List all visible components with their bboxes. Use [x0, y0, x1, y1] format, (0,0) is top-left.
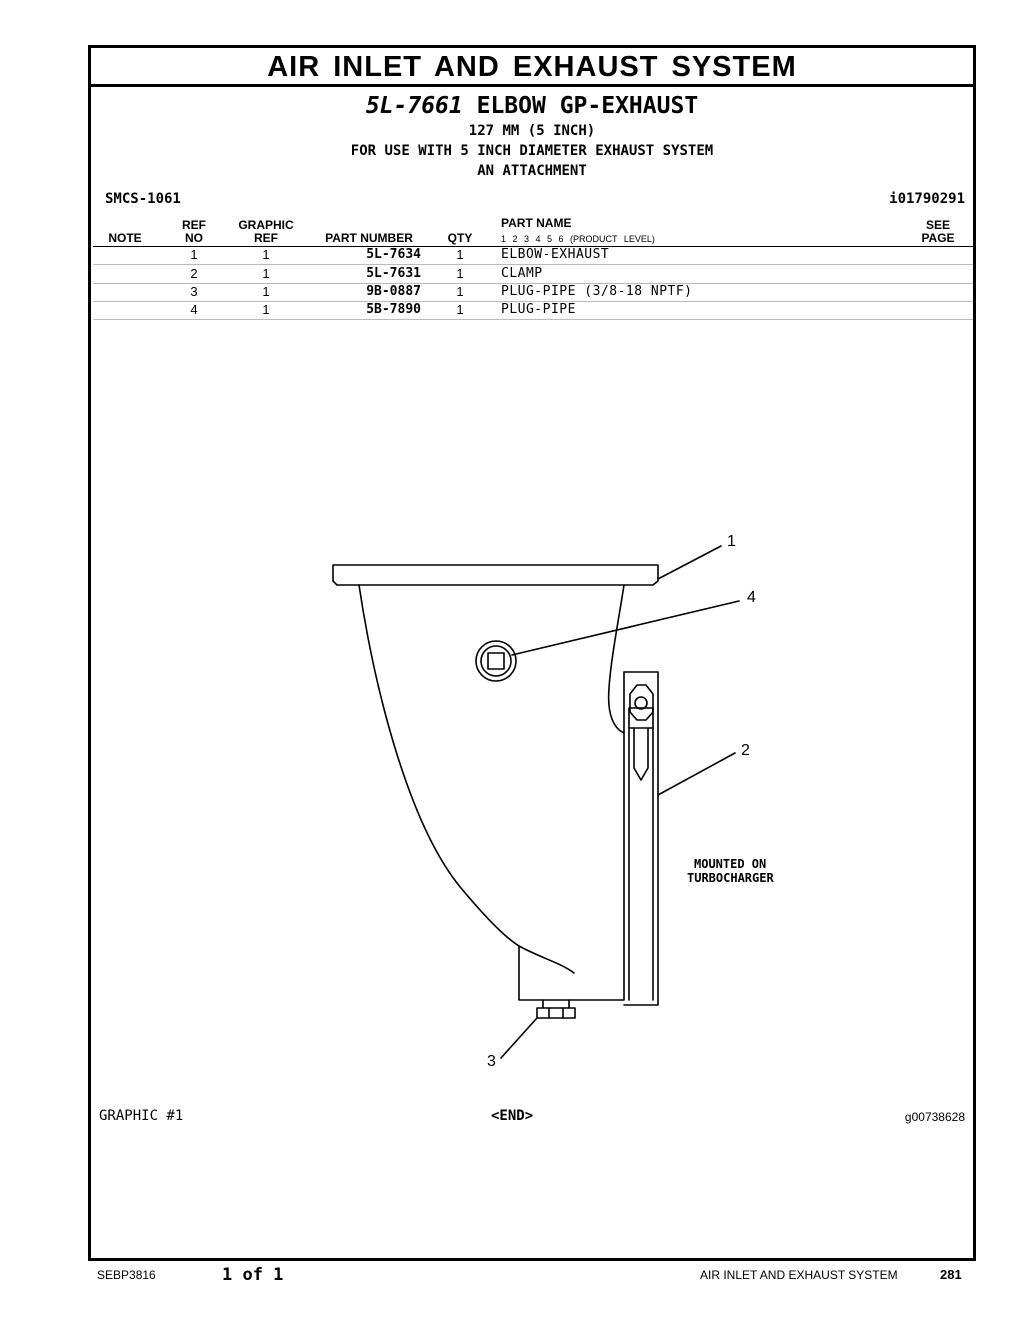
col-see-top: SEE	[925, 218, 950, 232]
row-part-name: PLUG-PIPE	[501, 302, 576, 317]
footer-page-number: 281	[940, 1267, 962, 1282]
row-qty: 1	[456, 284, 464, 299]
row-qty: 1	[456, 302, 464, 317]
plug-4-ring	[480, 645, 512, 677]
col-note: NOTE	[108, 231, 142, 245]
callout-4: 4	[747, 589, 756, 606]
page-frame: AIR INLET AND EXHAUST SYSTEM 5L-7661 ELB…	[88, 45, 976, 1261]
elbow-body	[358, 584, 625, 1001]
plug-3	[536, 999, 576, 1019]
clamp-bolt-housing	[628, 707, 654, 729]
row-part-name: ELBOW-EXHAUST	[501, 247, 610, 262]
graphic-id: g00738628	[904, 1110, 965, 1124]
group-size: 127 MM (5 INCH)	[468, 123, 596, 139]
col-see-bottom: PAGE	[921, 231, 955, 245]
row-divider	[93, 301, 973, 302]
clamp-bolt	[633, 727, 649, 781]
group-heading: 5L-7661 ELBOW GP-EXHAUST	[91, 93, 973, 119]
clamp-band	[623, 671, 659, 1006]
row-ref: 4	[190, 302, 198, 317]
row-divider	[93, 264, 973, 265]
leader-1	[657, 545, 722, 580]
col-part-name: PART NAME	[501, 216, 572, 230]
row-graphic-ref: 1	[262, 266, 270, 281]
col-ref-top: REF	[182, 218, 206, 232]
col-part-number: PART NUMBER	[325, 231, 413, 245]
plug-4-square	[487, 652, 505, 670]
smcs-code: SMCS-1061	[105, 191, 181, 207]
plug-3-facets	[548, 1007, 564, 1019]
group-name: ELBOW GP-EXHAUST	[476, 93, 699, 119]
row-ref: 3	[190, 284, 198, 299]
row-divider	[93, 283, 973, 284]
product-levels: 1 2 3 4 5 6 (PRODUCT LEVEL)	[501, 234, 655, 244]
row-divider	[93, 319, 973, 320]
row-ref: 2	[190, 266, 198, 281]
col-graphic-bottom: REF	[254, 231, 278, 245]
row-qty: 1	[456, 266, 464, 281]
leader-4	[511, 600, 740, 656]
clamp-band-inner	[628, 727, 654, 1001]
page-title: AIR INLET AND EXHAUST SYSTEM	[267, 51, 797, 83]
mount-note-line2: TURBOCHARGER	[687, 871, 774, 885]
col-ref-bottom: NO	[185, 231, 203, 245]
callout-1: 1	[727, 533, 736, 550]
group-part-number: 5L-7661	[365, 93, 463, 119]
parts-illustration: 1 4 2 3 MOUNTED ON TURBOCHARGER	[332, 533, 774, 1070]
group-usage: FOR USE WITH 5 INCH DIAMETER EXHAUST SYS…	[350, 143, 714, 159]
row-part-name: PLUG-PIPE (3/8-18 NPTF)	[501, 284, 693, 299]
row-part-number: 9B-0887	[366, 284, 421, 299]
row-graphic-ref: 1	[262, 302, 270, 317]
callout-2: 2	[741, 742, 750, 759]
row-graphic-ref: 1	[262, 247, 270, 262]
clamp-nut-hole	[634, 696, 648, 710]
row-qty: 1	[456, 247, 464, 262]
group-type: AN ATTACHMENT	[477, 163, 587, 179]
graphic-label: GRAPHIC #1	[99, 1108, 184, 1124]
leader-2	[657, 752, 736, 796]
row-part-number: 5B-7890	[366, 302, 421, 317]
mount-note-line1: MOUNTED ON	[694, 857, 766, 871]
footer-page-of: 1 of 1	[222, 1265, 284, 1285]
footer-doc-number: SEBP3816	[97, 1268, 156, 1282]
row-part-name: CLAMP	[501, 266, 543, 281]
callout-3: 3	[487, 1053, 496, 1070]
row-part-number: 5L-7634	[366, 247, 421, 262]
elbow-right-wall	[607, 584, 625, 734]
title-bar: AIR INLET AND EXHAUST SYSTEM	[91, 48, 973, 87]
plug-4-outer	[475, 640, 517, 682]
col-graphic-top: GRAPHIC	[238, 218, 294, 232]
clamp-nut	[629, 684, 654, 721]
elbow-inner-curve	[518, 945, 575, 974]
footer-section: AIR INLET AND EXHAUST SYSTEM	[700, 1268, 898, 1282]
elbow-flange	[332, 564, 659, 586]
row-graphic-ref: 1	[262, 284, 270, 299]
table-header-rule	[93, 246, 973, 247]
row-part-number: 5L-7631	[366, 266, 421, 281]
col-qty: QTY	[447, 231, 473, 245]
illustration-id: i01790291	[889, 191, 965, 207]
row-ref: 1	[190, 247, 198, 262]
leader-3	[500, 1017, 538, 1059]
end-marker: <END>	[491, 1108, 534, 1124]
